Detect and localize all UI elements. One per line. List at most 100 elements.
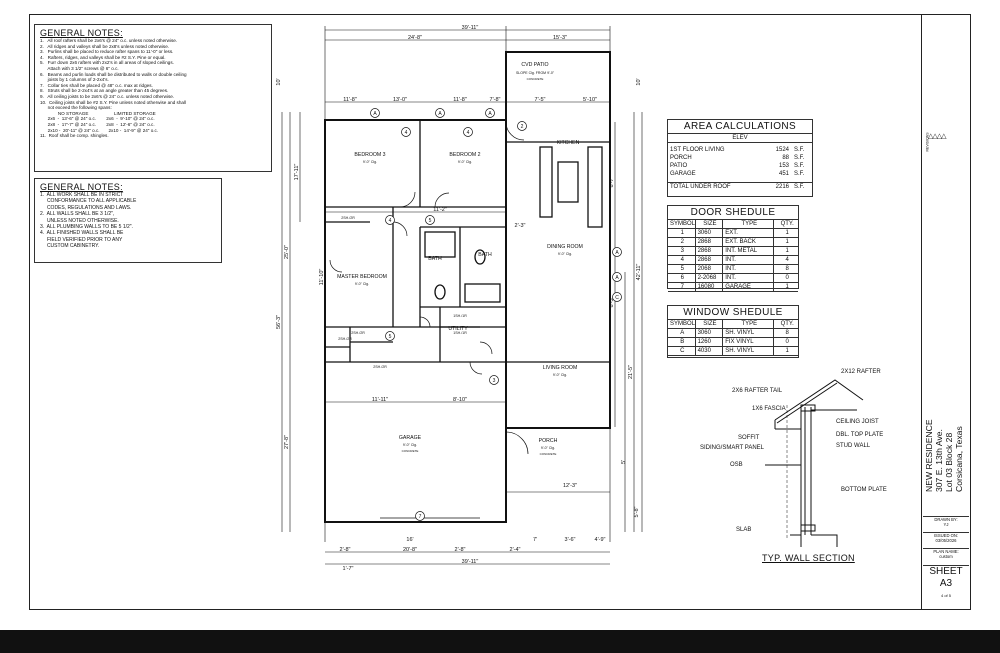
plan-name-box: PLAN NAME: custom bbox=[923, 548, 969, 563]
schedule-cell: 0 bbox=[774, 338, 799, 347]
schedule-cell: EXT. bbox=[723, 229, 775, 238]
dim: 17'-11" bbox=[294, 164, 300, 181]
concrete-note: CONCRETE bbox=[402, 449, 419, 453]
note-line: 4. Rafters, ridges, and valleys shall be… bbox=[40, 54, 166, 60]
closet-label: 2SH./2R bbox=[373, 365, 387, 369]
ceiling-note: 9'-0" Clg. bbox=[553, 373, 567, 377]
closet-label: 1SH./1R bbox=[453, 314, 467, 318]
schedule-cell: SH. VINYL bbox=[723, 329, 775, 338]
ceiling-note: 9'-0" Clg. bbox=[541, 446, 555, 450]
dim: 11'-8" bbox=[453, 97, 467, 103]
schedule-cell: 1 bbox=[774, 347, 799, 356]
door-tag: 4 bbox=[389, 218, 392, 224]
schedule-cell: 2868 bbox=[695, 238, 724, 247]
project-info: NEW RESIDENCE 307 E. 13th Ave. Lot 03 Bl… bbox=[924, 412, 964, 492]
label-fascia: 1X6 FASCIA bbox=[752, 406, 786, 412]
dim-overall-bottom: 39'-11" bbox=[462, 559, 479, 565]
schedule-cell: 3060 bbox=[695, 229, 724, 238]
schedule-header-cell: SYMBOL bbox=[668, 320, 696, 329]
note-line: 10. Ceiling joists shall be #2 S.Y. Pine… bbox=[40, 99, 186, 105]
note-line: 1. All roof rafters shall be 2x6's @ 24"… bbox=[40, 38, 178, 43]
project-line: NEW RESIDENCE bbox=[924, 419, 934, 492]
schedule-cell: 1 bbox=[774, 229, 799, 238]
door-tag: 3 bbox=[493, 378, 496, 384]
schedule-header-cell: SIZE bbox=[695, 220, 724, 229]
general-notes-list-2: 1. ALL WORK SHALL BE IN STRICT CONFORMAN… bbox=[40, 192, 216, 250]
schedule-header-cell: QTY. bbox=[774, 320, 799, 329]
note-line: CODES, REGULATIONS AND LAWS. bbox=[40, 204, 132, 211]
area-unit: S.F. bbox=[794, 155, 805, 161]
bottom-black-bar bbox=[0, 630, 1000, 653]
drawn-by-label: DRAWN BY: bbox=[934, 517, 958, 522]
issued-on-label: ISSUED ON: bbox=[933, 533, 959, 538]
floor-plan-drawing: A A A 4 5 5 A C A 7 2 3 4 4 BEDROOM 3 9'… bbox=[276, 25, 643, 572]
schedule-symbol: 5 bbox=[668, 265, 696, 274]
room-label-living: LIVING ROOM bbox=[543, 365, 578, 371]
concrete-note: CONCRETE bbox=[540, 452, 557, 456]
sheet-label: SHEET bbox=[929, 566, 963, 577]
title-block bbox=[921, 14, 971, 610]
general-notes-title-2: GENERAL NOTES: bbox=[40, 182, 123, 192]
dim: 3'-6" bbox=[565, 537, 576, 543]
project-line: Lot 03 Block 28 bbox=[944, 432, 954, 492]
dim: 7'-8" bbox=[490, 97, 501, 103]
area-unit: S.F. bbox=[794, 171, 805, 177]
ceiling-note: 9'-0" Clg. bbox=[403, 443, 417, 447]
schedule-cell: 1 bbox=[774, 247, 799, 256]
closet-label: 2SH./2R bbox=[338, 337, 352, 341]
schedule-cell: 2868 bbox=[695, 247, 724, 256]
schedule-cell: INT. bbox=[723, 265, 775, 274]
note-line: 7. Collar ties shall be placed @ 48" o.c… bbox=[40, 82, 153, 88]
area-calculations-title: AREA CALCULATIONS bbox=[668, 120, 812, 134]
dim: 16' bbox=[406, 537, 413, 543]
label-slab: SLAB bbox=[736, 527, 752, 533]
room-label-utility: UTILITY bbox=[448, 326, 468, 332]
wall-section-drawing bbox=[765, 379, 864, 547]
room-label-bath-1: BATH bbox=[428, 256, 442, 262]
label-rafter: 2X12 RAFTER bbox=[841, 369, 881, 375]
door-tag: 2 bbox=[521, 124, 524, 130]
schedule-symbol: 4 bbox=[668, 256, 696, 265]
window-tag: A bbox=[488, 111, 492, 117]
plan-name-value: custom bbox=[939, 554, 953, 559]
dim-top-left: 24'-8" bbox=[408, 35, 422, 41]
page-count: 4 of 5 bbox=[940, 593, 951, 598]
schedule-cell: 2-2068 bbox=[695, 274, 724, 283]
schedule-cell: GARAGE bbox=[723, 283, 775, 292]
note-line: 2. All ridges and valleys shall be 2x8's… bbox=[40, 43, 170, 49]
patio-note: SLOPE Clg. FROM 9'-0" bbox=[516, 71, 555, 75]
dim: 8'-7" bbox=[609, 176, 615, 187]
dim: 5'-10" bbox=[583, 97, 597, 103]
sheet-number: A3 bbox=[939, 578, 953, 589]
area-total-label: TOTAL UNDER ROOF bbox=[670, 184, 731, 190]
note-line: 3. ALL PLUMBING WALLS TO BE 5 1/2". bbox=[40, 224, 133, 231]
schedule-symbol: 6 bbox=[668, 274, 696, 283]
dim-top-right: 15'-3" bbox=[553, 35, 567, 41]
window-tag: C bbox=[615, 295, 619, 301]
dim-overall-top: 39'-11" bbox=[462, 25, 479, 31]
drawn-by-box: DRAWN BY: YJ bbox=[923, 516, 969, 531]
room-label-bath-2: BATH bbox=[478, 252, 492, 258]
note-line: 5. Furr down 2x6 rafters with 2x2's in a… bbox=[40, 60, 174, 66]
area-total-value: 2216 bbox=[775, 184, 789, 190]
note-line: 6. Beams and purlin loads shall be distr… bbox=[40, 71, 187, 77]
schedule-cell: INT. bbox=[723, 274, 775, 283]
note-line: 8. Struts shall be 2-2x4's at an angle g… bbox=[40, 88, 169, 94]
schedule-cell: FIX VINYL bbox=[723, 338, 775, 347]
schedule-cell: 4 bbox=[774, 256, 799, 265]
note-line: CUSTOM CABINETRY. bbox=[40, 243, 100, 250]
note-line: 2x6 - 13'-6" @ 24" o.c. 2x6 - 9'-10" @ 2… bbox=[40, 116, 155, 122]
schedule-cell: 4030 bbox=[695, 347, 724, 356]
schedule-symbol: 3 bbox=[668, 247, 696, 256]
area-calculations-subtitle: ELEV bbox=[668, 134, 812, 143]
